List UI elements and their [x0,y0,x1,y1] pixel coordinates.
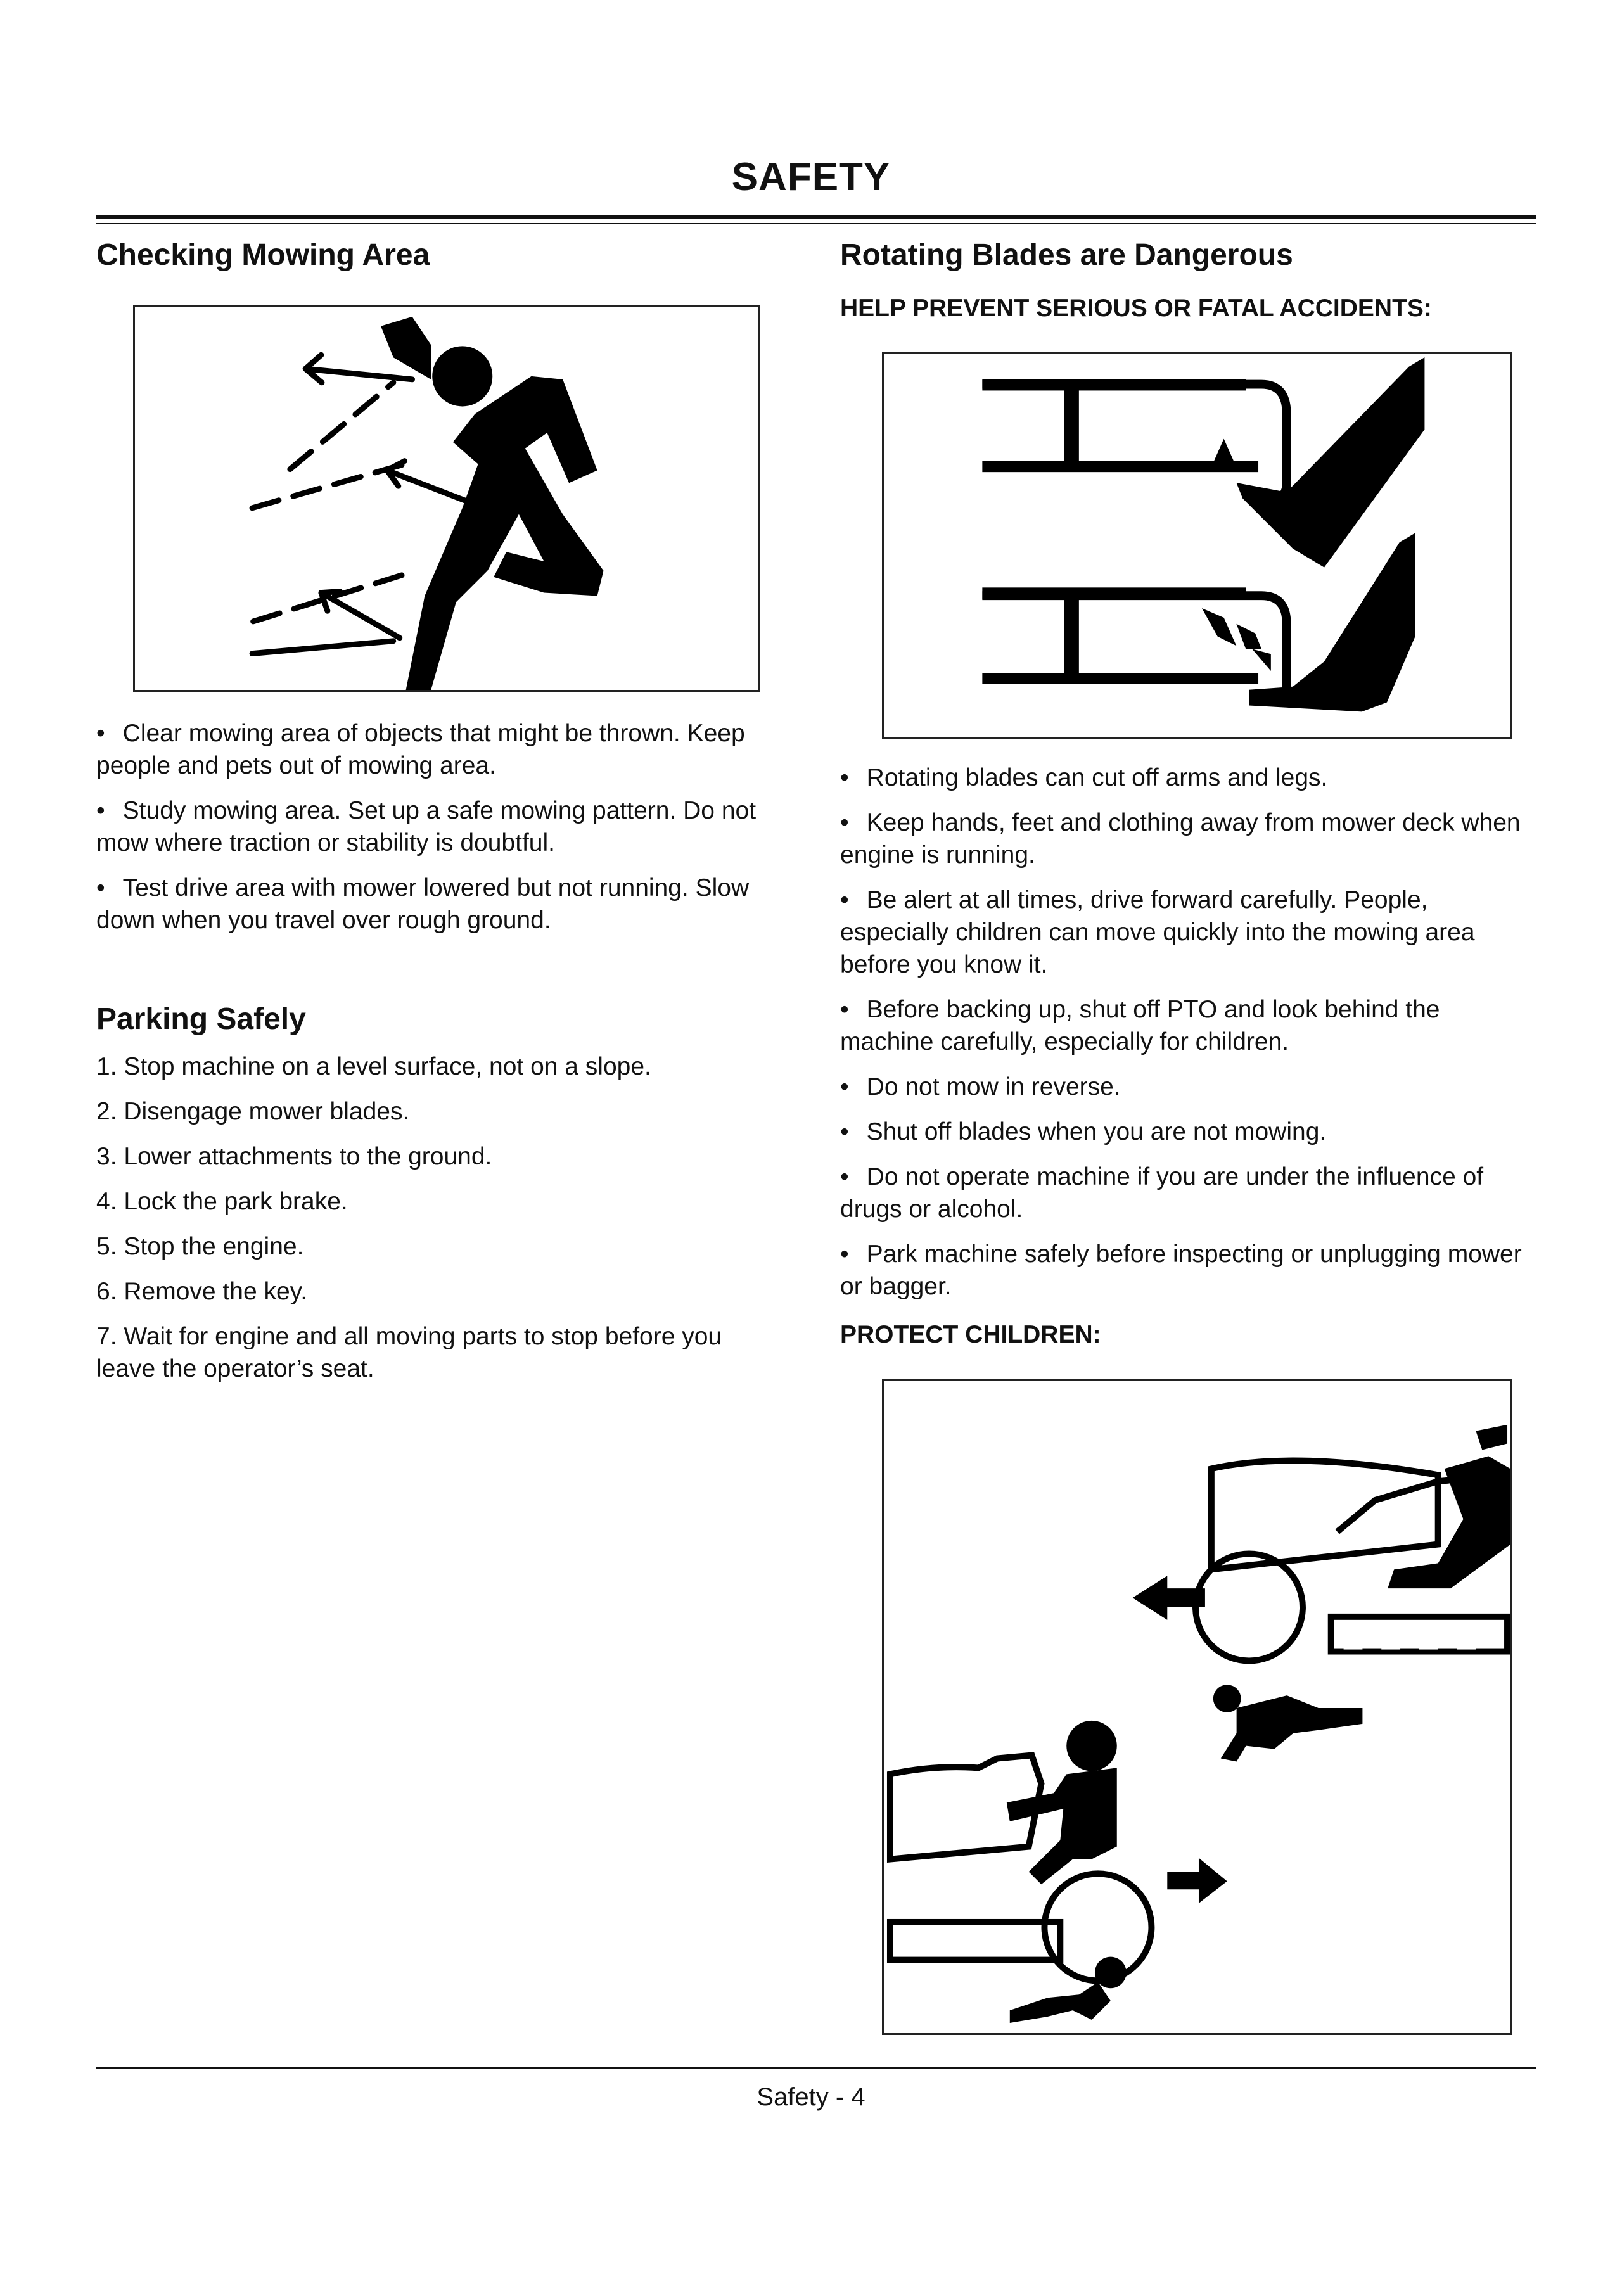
right-column: Rotating Blades are Dangerous HELP PREVE… [840,232,1536,2035]
left-column: Checking Mowing Area [96,232,784,1398]
blades-bullet-7: Do not operate machine if you are under … [840,1161,1536,1225]
thrown-object-hazard-icon [249,316,604,690]
blades-bullet-2: Keep hands, feet and clothing away from … [840,807,1536,871]
rotating-blades-heading: Rotating Blades are Dangerous [840,238,1293,272]
checking-bullet-2: Study mowing area. Set up a safe mowing … [96,794,784,859]
blade-cut-hazard-icon [982,357,1425,712]
thrown-object-hazard-illustration [133,305,760,692]
parking-step-3: 3. Lower attachments to the ground. [96,1143,492,1170]
header-rule-thick [96,215,1536,219]
blades-bullet-5: Do not mow in reverse. [840,1071,1536,1103]
parking-step-6: 6. Remove the key. [96,1278,308,1305]
header-rule-thin [96,223,1536,224]
checking-mowing-area-heading: Checking Mowing Area [96,238,430,272]
prevent-accidents-subheading: HELP PREVENT SERIOUS OR FATAL ACCIDENTS: [840,295,1432,322]
rotating-blade-hazard-illustration [882,352,1512,739]
parking-step-4: 4. Lock the park brake. [96,1188,348,1215]
blades-bullet-3: Be alert at all times, drive forward car… [840,884,1536,981]
parking-safely-heading: Parking Safely [96,1002,306,1036]
blades-bullet-8: Park machine safely before inspecting or… [840,1238,1536,1303]
child-near-mower-icon [886,1424,1510,2023]
page-number: Safety - 4 [757,2083,865,2111]
parking-step-7: 7. Wait for engine and all moving parts … [96,1323,722,1382]
checking-bullet-1: Clear mowing area of objects that might … [96,717,784,782]
parking-step-1: 1. Stop machine on a level surface, not … [96,1053,651,1080]
checking-bullet-3: Test drive area with mower lowered but n… [96,872,784,936]
blades-bullet-6: Shut off blades when you are not mowing. [840,1116,1536,1148]
blades-bullet-1: Rotating blades can cut off arms and leg… [840,762,1536,794]
footer-rule [96,2067,1536,2069]
parking-step-5: 5. Stop the engine. [96,1233,304,1260]
parking-step-2: 2. Disengage mower blades. [96,1098,410,1125]
protect-children-subheading: PROTECT CHILDREN: [840,1321,1101,1348]
protect-children-illustration [882,1379,1512,2035]
blades-bullet-4: Before backing up, shut off PTO and look… [840,993,1536,1058]
page-title: SAFETY [731,155,891,199]
